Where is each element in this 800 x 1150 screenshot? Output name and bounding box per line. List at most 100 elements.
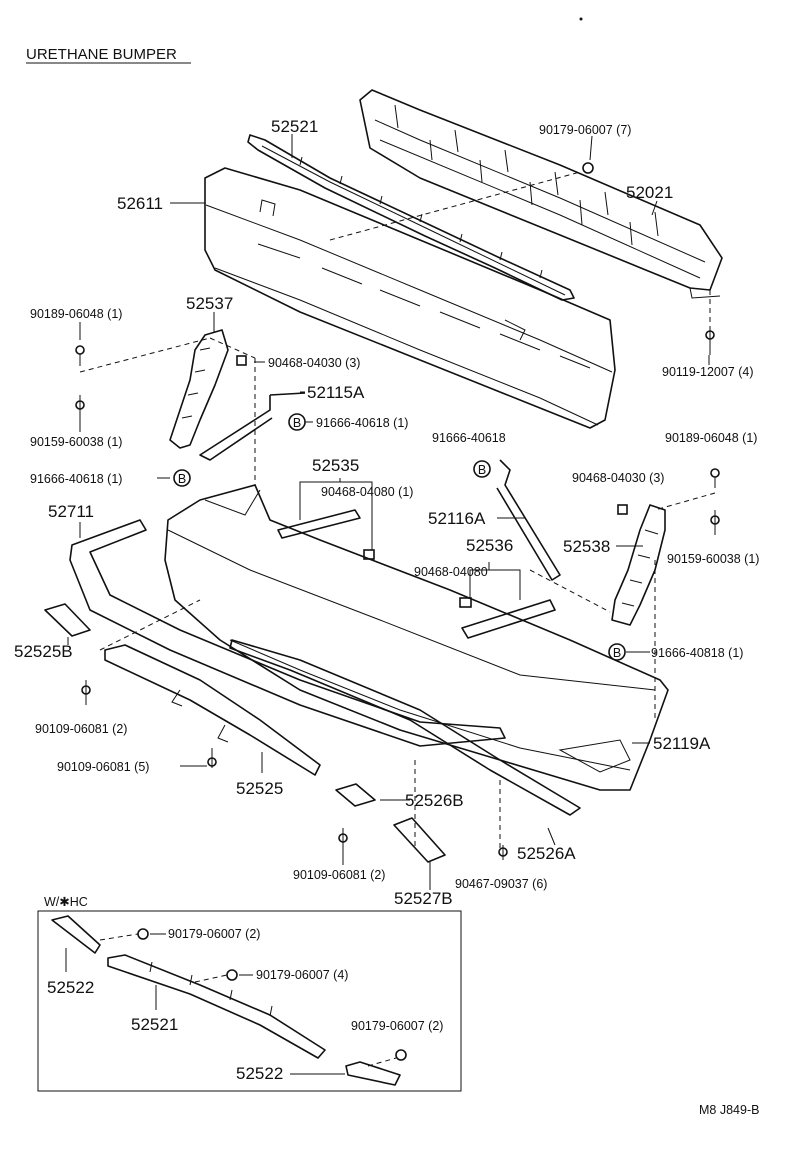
stay-52115A [199,392,306,461]
inset-panel: W/✱HC 90179-06007 (2) 52522 90179-06007 … [37,895,462,1092]
bumper-cover-52611 [204,167,616,429]
label-52536: 52536 [466,536,513,555]
bolt-90189-06048-a [75,345,85,366]
bolt-90109-06081-b [207,748,217,768]
label-52021: 52021 [626,183,673,202]
label-52115A: 52115A [307,383,365,402]
speck [579,17,583,21]
inset-label-90179-c: 90179-06007 (2) [351,1019,443,1033]
callout-b-4: B [608,643,626,661]
clip-90467-09037 [498,845,508,860]
label-52538: 52538 [563,537,610,556]
align-line-5 [654,492,716,511]
inset-label: W/✱HC [44,895,88,909]
rail-52536 [461,599,556,639]
align-line-1 [329,171,581,241]
bolt-90159-60038-b [710,510,720,535]
label-90468-04080-b: 90468-04080 (1) [321,485,413,499]
label-90468-04080-d: 90468-04080 [414,565,488,579]
nut-90179-06007-a [582,162,594,174]
bolt-90189-06048-b [710,468,720,488]
align-line-8 [414,760,501,850]
label-52521: 52521 [271,117,318,136]
label-91666-40618-a: 91666-40618 (1) [316,416,408,430]
label-52525B: 52525B [14,642,73,661]
svg-text:B: B [293,416,301,430]
diagram-title: URETHANE BUMPER [26,46,177,63]
label-90159-60038-b: 90159-60038 (1) [667,552,759,566]
inset-bracket-52522-b [345,1061,401,1086]
label-52526A: 52526A [517,844,576,863]
bracket-52538 [611,504,666,626]
label-52537: 52537 [186,294,233,313]
bolt-90109-06081-a [81,680,91,705]
inset-retainer-52521 [107,954,326,1059]
label-52525: 52525 [236,779,283,798]
label-90159-60038-a: 90159-60038 (1) [30,435,122,449]
bumper-cover-52119A [164,484,669,791]
leader-lines [67,134,710,890]
clip-90468-04030-a [236,355,247,366]
bracket-52537 [169,329,229,449]
align-line-2 [79,337,256,373]
label-90109-06081-c: 90109-06081 (2) [293,868,385,882]
label-91666-40618-c: 91666-40618 [432,431,506,445]
inset-leaders [65,933,345,1075]
svg-text:B: B [613,646,621,660]
inset-label-52522-a: 52522 [47,978,94,997]
label-52535: 52535 [312,456,359,475]
retainer-52526A [229,639,581,816]
bolt-90159-60038-a [75,395,85,420]
inset-label-90179-a: 90179-06007 (2) [168,927,260,941]
label-90109-06081-a: 90109-06081 (2) [35,722,127,736]
callout-b-2: B [173,469,191,487]
lip-52711 [69,519,506,747]
label-90109-06081-b: 90109-06081 (5) [57,760,149,774]
bracket-52527B [393,817,446,863]
label-91666-40618-b: 91666-40618 (1) [30,472,122,486]
label-90119-12007: 90119-12007 (4) [662,365,754,379]
label-90468-04030-c: 90468-04030 (3) [572,471,664,485]
callout-b-3: B [473,460,491,478]
label-90179-06007-7: 90179-06007 (7) [539,123,631,137]
clip-90468-04080-b [459,597,472,608]
retainer-52525 [104,644,321,776]
figure-code: M8 J849-B [699,1103,759,1117]
label-52611: 52611 [117,194,163,213]
inset-label-52521: 52521 [131,1015,178,1034]
label-90189-06048-b: 90189-06048 (1) [665,431,757,445]
inset-label-52522-b: 52522 [236,1064,283,1083]
inset-align-lines [99,933,397,1067]
label-90468-04030-a: 90468-04030 (3) [268,356,360,370]
label-52527B: 52527B [394,889,453,908]
callout-b-1: B [288,413,306,431]
label-90467-09037: 90467-09037 (6) [455,877,547,891]
stay-52116A [496,459,561,581]
svg-text:B: B [178,472,186,486]
svg-text:B: B [478,463,486,477]
align-line-9 [529,569,611,613]
label-90189-06048-a: 90189-06048 (1) [30,307,122,321]
reinforcement-52021 [359,89,723,299]
bolt-90109-06081-c [338,828,348,862]
inset-nut-b [226,969,238,981]
inset-retainer-clips [149,961,273,1017]
label-52119A: 52119A [653,734,711,753]
label-52526B: 52526B [405,791,464,810]
bolt-90119-12007 [705,330,715,355]
bracket-52526B [335,783,376,807]
rail-52535 [277,509,361,539]
inset-label-90179-b: 90179-06007 (4) [256,968,348,982]
retainer-52521 [247,134,575,301]
clip-90468-04030-b [617,504,628,515]
inset-frame [37,910,462,1092]
inset-nut-a [137,928,149,940]
inset-bracket-52522-a [51,915,101,954]
bracket-52525B [44,603,91,637]
label-91666-40818: 91666-40818 (1) [651,646,743,660]
label-52711: 52711 [48,502,94,521]
align-line-7 [99,599,201,651]
inset-nut-c [395,1049,407,1061]
